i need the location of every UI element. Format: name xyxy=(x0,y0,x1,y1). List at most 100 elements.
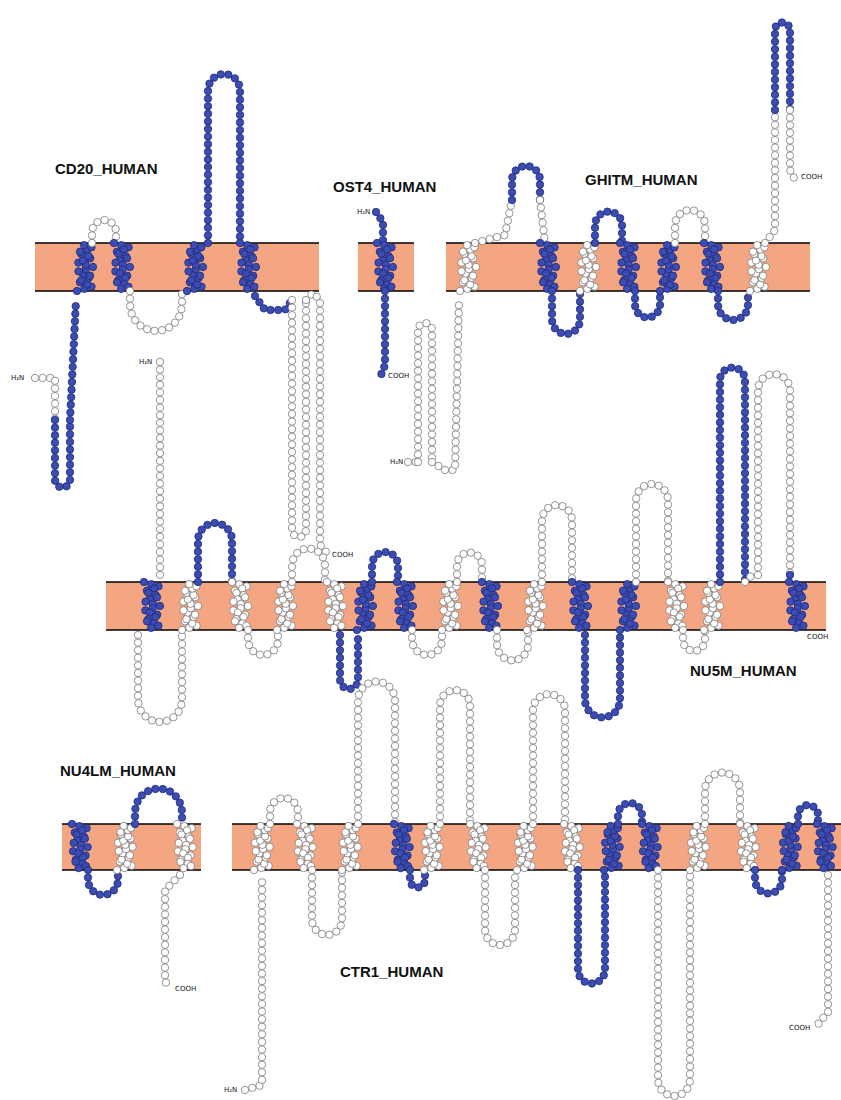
residue-circle xyxy=(155,622,162,629)
residue-circle xyxy=(506,210,513,217)
residue-circle xyxy=(204,87,211,94)
residue-circle xyxy=(250,866,257,873)
residue-circle xyxy=(671,224,678,231)
residue-circle xyxy=(581,654,588,661)
residue-circle xyxy=(601,934,608,941)
residue-circle xyxy=(391,780,398,787)
residue-circle xyxy=(570,598,577,605)
residue-circle xyxy=(616,634,623,641)
residue-circle xyxy=(667,618,674,625)
residue-circle xyxy=(436,813,443,820)
residue-circle xyxy=(428,370,435,377)
residue-circle xyxy=(631,287,638,294)
residue-circle xyxy=(309,843,316,850)
residue-circle xyxy=(236,88,243,95)
residue-circle xyxy=(156,571,163,578)
residue-circle xyxy=(628,274,635,281)
residue-circle xyxy=(654,866,661,873)
residue-circle xyxy=(191,611,198,618)
residue-circle xyxy=(178,648,185,655)
residue-circle xyxy=(787,598,794,605)
residue-circle xyxy=(393,557,400,564)
residue-circle xyxy=(428,431,435,438)
residue-circle xyxy=(751,276,758,283)
residue-circle xyxy=(405,613,412,620)
residue-circle xyxy=(156,465,163,472)
residue-circle xyxy=(381,287,388,294)
residue-circle xyxy=(493,634,500,641)
residue-circle xyxy=(471,239,478,246)
residue-circle xyxy=(574,950,581,957)
residue-circle xyxy=(453,393,460,400)
residue-circle xyxy=(716,548,723,555)
residue-circle xyxy=(316,505,323,512)
residue-circle xyxy=(358,615,365,622)
residue-circle xyxy=(288,517,295,524)
residue-circle xyxy=(578,268,585,275)
residue-circle xyxy=(198,244,205,251)
residue-circle xyxy=(771,76,778,83)
residue-circle xyxy=(480,598,487,605)
residue-circle xyxy=(478,558,485,565)
residue-circle xyxy=(156,533,163,540)
residue-circle xyxy=(680,602,687,609)
residue-circle xyxy=(228,570,235,577)
residue-circle xyxy=(521,651,528,658)
residue-circle xyxy=(161,903,168,910)
residue-circle xyxy=(258,1069,265,1076)
residue-circle xyxy=(244,602,251,609)
residue-circle xyxy=(354,651,361,658)
residue-circle xyxy=(746,287,753,294)
residue-circle xyxy=(241,250,248,257)
residue-circle xyxy=(278,615,285,622)
residue-circle xyxy=(654,920,661,927)
membrane-band xyxy=(446,243,810,291)
residue-circle xyxy=(258,917,265,924)
residue-circle xyxy=(664,547,671,554)
residue-circle xyxy=(529,805,536,812)
residue-circle xyxy=(31,374,38,381)
residue-circle xyxy=(122,274,129,281)
residue-circle xyxy=(428,324,435,331)
residue-circle xyxy=(568,537,575,544)
residue-circle xyxy=(699,642,706,649)
residue-circle xyxy=(469,272,476,279)
residue-circle xyxy=(614,813,621,820)
residue-circle xyxy=(69,371,76,378)
residue-circle xyxy=(266,813,273,820)
residue-circle xyxy=(635,803,642,810)
residue-circle xyxy=(68,386,75,393)
residue-circle xyxy=(236,239,243,246)
residue-circle xyxy=(375,550,382,557)
residue-circle xyxy=(135,700,142,707)
residue-circle xyxy=(345,822,352,829)
residue-circle xyxy=(180,864,187,871)
residue-circle xyxy=(381,348,388,355)
residue-circle xyxy=(654,950,661,957)
residue-circle xyxy=(786,160,793,167)
residue-circle xyxy=(288,350,295,357)
residue-circle xyxy=(716,510,723,517)
residue-circle xyxy=(156,495,163,502)
residue-circle xyxy=(472,263,479,270)
residue-circle xyxy=(690,207,697,214)
residue-circle xyxy=(236,111,243,118)
residue-circle xyxy=(294,806,301,813)
residue-circle xyxy=(258,985,265,992)
residue-circle xyxy=(771,91,778,98)
residue-circle xyxy=(529,706,536,713)
residue-circle xyxy=(355,691,362,698)
residue-circle xyxy=(390,689,397,696)
residue-circle xyxy=(440,607,447,614)
residue-circle xyxy=(466,809,473,816)
residue-circle xyxy=(658,268,665,275)
residue-circle xyxy=(561,763,568,770)
residue-circle xyxy=(379,221,386,228)
residue-circle xyxy=(786,508,793,515)
residue-circle xyxy=(145,589,152,596)
residue-circle xyxy=(316,520,323,527)
residue-circle xyxy=(654,958,661,965)
residue-circle xyxy=(754,419,761,426)
residue-circle xyxy=(754,473,761,480)
residue-circle xyxy=(190,591,197,598)
